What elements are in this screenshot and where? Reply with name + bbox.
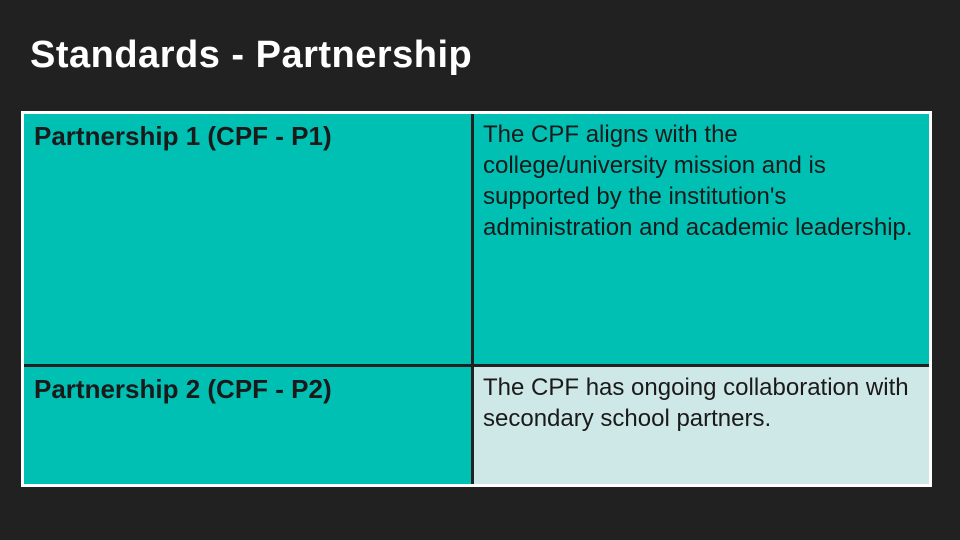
table-cell-partnership-2-label: Partnership 2 (CPF - P2) (24, 367, 471, 484)
standards-table: Partnership 1 (CPF - P1) The CPF aligns … (21, 111, 932, 487)
table-cell-partnership-2-description: The CPF has ongoing collaboration with s… (474, 367, 929, 484)
table-cell-partnership-1-label: Partnership 1 (CPF - P1) (24, 114, 471, 364)
slide-title: Standards - Partnership (30, 34, 473, 76)
table-cell-partnership-1-description: The CPF aligns with the college/universi… (474, 114, 929, 364)
